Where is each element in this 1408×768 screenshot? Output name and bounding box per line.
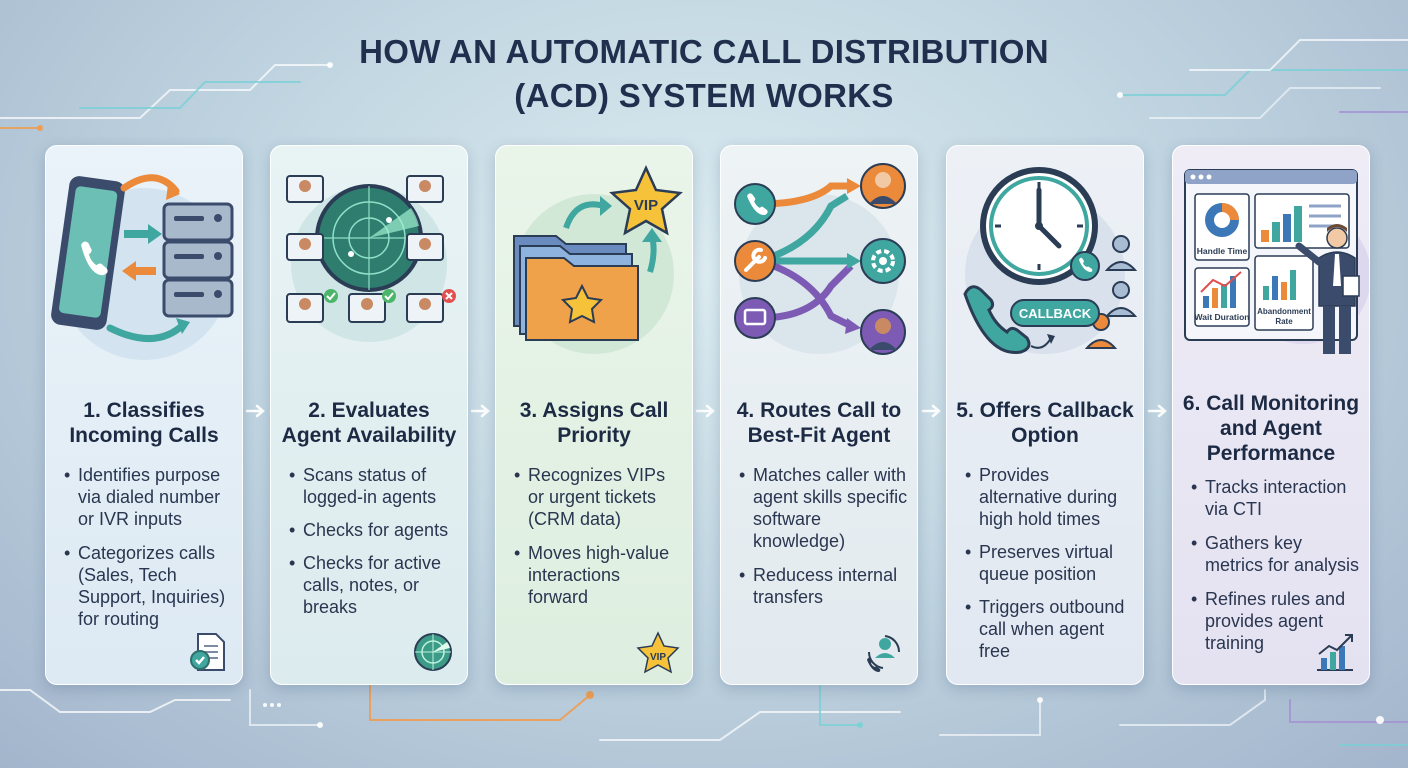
file-folders-icon xyxy=(513,235,639,341)
abandonment-label-line-2: Rate xyxy=(1275,317,1293,326)
step-3-bullets: Recognizes VIPs or urgent tickets (CRM d… xyxy=(514,464,684,620)
wait-duration-label: Wait Duration xyxy=(1195,312,1250,322)
agent-transfer-icon xyxy=(867,635,901,672)
step-6-bullet-3: Refines rules and provides agent trainin… xyxy=(1191,588,1361,654)
step-4-title: 4. Routes Call to Best-Fit Agent xyxy=(736,399,902,447)
agent-avatar-2 xyxy=(860,309,906,355)
presenter-person-icon xyxy=(1295,224,1360,354)
smartphone-icon xyxy=(51,176,125,330)
callback-label: CALLBACK xyxy=(1019,306,1092,321)
monitoring-dashboard-illustration: Handle Time Wait Duration Abandonment Ra… xyxy=(1184,169,1369,354)
radar-icon xyxy=(315,184,423,292)
routing-illustration xyxy=(734,163,906,355)
step-2-title: 2. Evaluates Agent Availability xyxy=(281,399,457,447)
step-4-bullets: Matches caller with agent skills specifi… xyxy=(739,464,909,620)
step-card-1: 1. Classifies Incoming Calls Identifies … xyxy=(45,145,243,685)
handset-icon xyxy=(963,285,1031,354)
wait-duration-panel: Wait Duration xyxy=(1194,267,1250,327)
clock-icon xyxy=(980,167,1098,285)
agent-availability-illustration xyxy=(286,175,456,342)
step-6-title: 6. Call Monitoring and Agent Performance xyxy=(1182,392,1360,465)
step-4-bullet-2: Reducess internal transfers xyxy=(739,564,909,608)
connector-arrow-4 xyxy=(921,404,941,418)
step-card-5: CALLBACK 5. Offers Callback Option Provi… xyxy=(946,145,1144,685)
server-icon xyxy=(162,202,234,318)
step-6-bullet-1: Tracks interaction via CTI xyxy=(1191,476,1361,520)
page-title: HOW AN AUTOMATIC CALL DISTRIBUTION (ACD)… xyxy=(254,30,1154,118)
abandonment-panel: Abandonment Rate xyxy=(1254,255,1314,331)
step-3-title: 3. Assigns Call Priority xyxy=(519,399,669,447)
abandonment-label-line-1: Abandonment xyxy=(1257,307,1311,316)
step-1-title: 1. Classifies Incoming Calls xyxy=(69,399,219,447)
title-line-1: HOW AN AUTOMATIC CALL DISTRIBUTION xyxy=(359,33,1049,70)
wrench-circle-icon xyxy=(734,240,776,282)
agent-avatar-1 xyxy=(860,163,906,209)
gear-icon xyxy=(860,238,906,284)
growth-chart-icon xyxy=(1317,634,1353,671)
connector-arrow-1 xyxy=(245,404,265,418)
callback-illustration: CALLBACK xyxy=(963,167,1138,354)
step-card-3: VIP 3. Assigns Call Priority Recognizes … xyxy=(495,145,693,685)
vip-corner-label: VIP xyxy=(650,652,666,663)
callback-badge: CALLBACK xyxy=(1010,299,1100,327)
bar-chart-panel xyxy=(1254,193,1350,249)
step-5-bullet-3: Triggers outbound call when agent free xyxy=(965,596,1135,662)
step-2-bullet-3: Checks for active calls, notes, or break… xyxy=(289,552,459,618)
step-1-bullets: Identifies purpose via dialed number or … xyxy=(64,464,234,642)
step-2-bullets: Scans status of logged-in agents Checks … xyxy=(289,464,459,629)
step-1-bullet-2: Categorizes calls (Sales, Tech Support, … xyxy=(64,542,234,630)
step-5-bullets: Provides alternative during high hold ti… xyxy=(965,464,1135,673)
step-2-bullet-1: Scans status of logged-in agents xyxy=(289,464,459,508)
vip-star-small-icon: VIP xyxy=(636,631,680,674)
document-check-icon xyxy=(190,633,225,671)
step-2-bullet-2: Checks for agents xyxy=(289,519,459,541)
step-1-bullet-1: Identifies purpose via dialed number or … xyxy=(64,464,234,530)
people-icons xyxy=(1104,235,1138,317)
call-priority-illustration: VIP xyxy=(513,164,683,354)
step-4-bullet-1: Matches caller with agent skills specifi… xyxy=(739,464,909,552)
connector-arrow-3 xyxy=(695,404,715,418)
step-card-6: Handle Time Wait Duration Abandonment Ra… xyxy=(1172,145,1370,685)
handle-time-panel: Handle Time xyxy=(1194,193,1250,261)
step-6-bullet-2: Gathers key metrics for analysis xyxy=(1191,532,1361,576)
step-3-bullet-2: Moves high-value interactions forward xyxy=(514,542,684,608)
step-card-4: 4. Routes Call to Best-Fit Agent Matches… xyxy=(720,145,918,685)
connector-arrow-2 xyxy=(470,404,490,418)
call-classification-illustration xyxy=(51,174,234,360)
step-5-bullet-2: Preserves virtual queue position xyxy=(965,541,1135,585)
vip-star-icon xyxy=(609,164,683,236)
step-5-bullet-1: Provides alternative during high hold ti… xyxy=(965,464,1135,530)
connector-arrow-5 xyxy=(1147,404,1167,418)
handle-time-label: Handle Time xyxy=(1197,246,1248,256)
step-6-bullets: Tracks interaction via CTI Gathers key m… xyxy=(1191,476,1361,666)
step-card-2: 2. Evaluates Agent Availability Scans st… xyxy=(270,145,468,685)
software-circle-icon xyxy=(734,297,776,339)
vip-badge-label: VIP xyxy=(634,197,658,214)
step-3-bullet-1: Recognizes VIPs or urgent tickets (CRM d… xyxy=(514,464,684,530)
step-5-title: 5. Offers Callback Option xyxy=(956,399,1134,447)
radar-small-icon xyxy=(414,633,452,671)
title-line-2: (ACD) SYSTEM WORKS xyxy=(514,77,894,114)
phone-circle-icon xyxy=(734,183,776,225)
